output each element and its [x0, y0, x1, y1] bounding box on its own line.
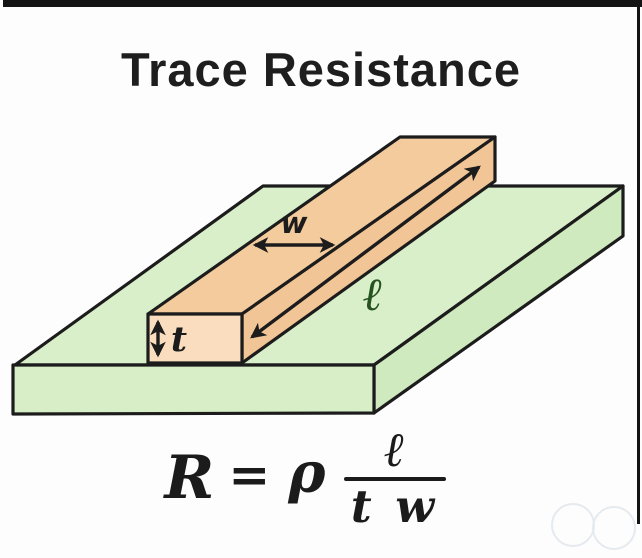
right-border-line: [637, 0, 640, 524]
length-arrow: [250, 165, 481, 339]
fraction: ℓ t w: [343, 422, 446, 533]
page-title: Trace Resistance: [120, 43, 522, 96]
top-border-bar: [3, 0, 642, 7]
length-label: ℓ: [363, 267, 383, 321]
resistance-symbol: R: [164, 443, 215, 514]
resistivity-symbol: ρ: [288, 440, 326, 507]
thickness-label: t: [171, 319, 187, 360]
fraction-bar: [343, 477, 446, 481]
trace-front-face: [146, 312, 244, 365]
equals-sign: =: [228, 445, 271, 505]
resistance-formula: R = ρ ℓ t w: [0, 426, 626, 530]
width-label: w: [281, 206, 308, 240]
fraction-numerator: ℓ: [384, 422, 405, 478]
watermark-circles: [551, 503, 636, 550]
fraction-denominator: t w: [350, 480, 439, 533]
board-front-face: [11, 363, 376, 416]
dimension-arrows: [150, 165, 481, 358]
